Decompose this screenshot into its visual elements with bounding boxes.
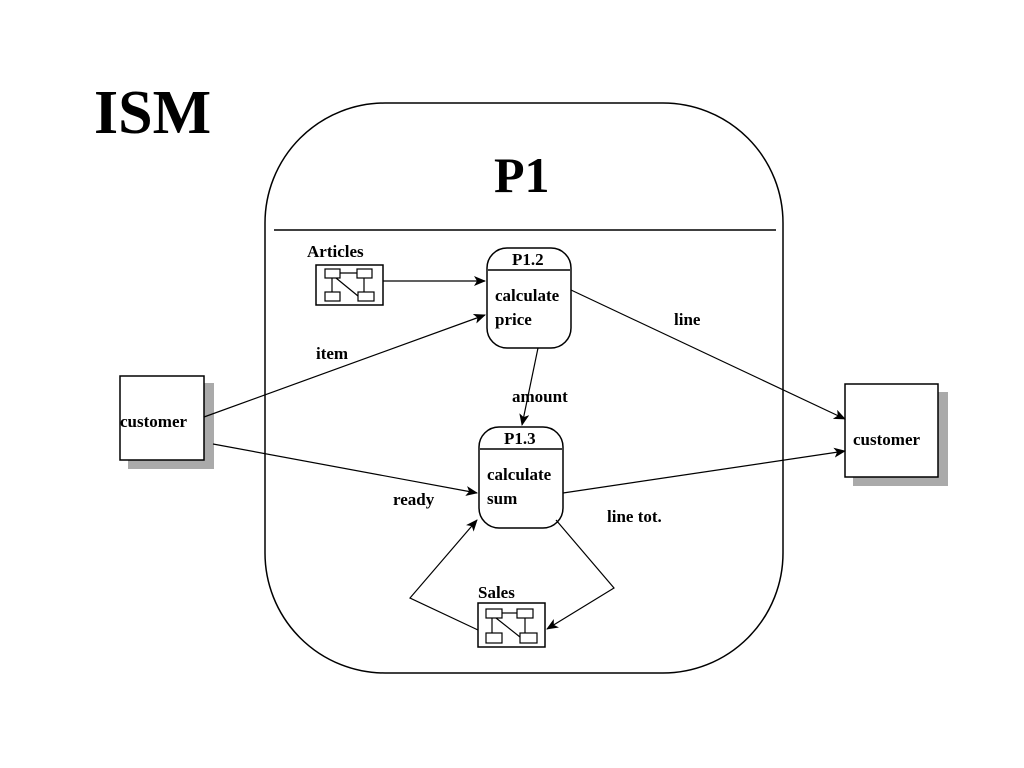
process-p1-2-line1: calculate (495, 286, 560, 305)
process-p1-2-shape (486, 247, 572, 349)
process-p1-3-id: P1.3 (504, 429, 536, 448)
customer-left-shape (119, 375, 214, 469)
process-p1-3-shape (478, 426, 564, 529)
flow-line-label: line (674, 310, 701, 329)
customer-right-shape (844, 383, 948, 486)
articles-store-icon (315, 264, 384, 306)
flow-amount-label: amount (512, 387, 568, 406)
flow-item-label: item (316, 344, 349, 363)
sales-store-label: Sales (478, 583, 515, 602)
process-p1-2-name: calculate price (495, 284, 559, 332)
flow-line (570, 289, 846, 420)
flow-line-tot (562, 447, 846, 494)
flow-line-tot-label: line tot. (607, 507, 662, 526)
diagram-title: ISM (94, 79, 212, 147)
process-p1-3-line1: calculate (487, 465, 552, 484)
flow-p1-3-to-sales (546, 519, 615, 630)
process-p1-3-name: calculate sum (487, 463, 551, 511)
flow-sales-to-p1-3 (409, 519, 479, 631)
process-p1-2-line2: price (495, 310, 532, 329)
flow-ready-label: ready (393, 490, 435, 509)
articles-store-label: Articles (307, 242, 364, 261)
flow-amount (519, 347, 539, 426)
process-group-border (264, 102, 784, 674)
sales-store-icon (477, 602, 546, 648)
process-p1-2-id: P1.2 (512, 250, 544, 269)
customer-right-label: customer (853, 430, 921, 449)
process-group-label: P1 (494, 147, 550, 203)
process-p1-3-line2: sum (487, 489, 518, 508)
customer-left-label: customer (120, 412, 188, 431)
flow-ready (212, 443, 478, 496)
flow-item (203, 314, 486, 418)
